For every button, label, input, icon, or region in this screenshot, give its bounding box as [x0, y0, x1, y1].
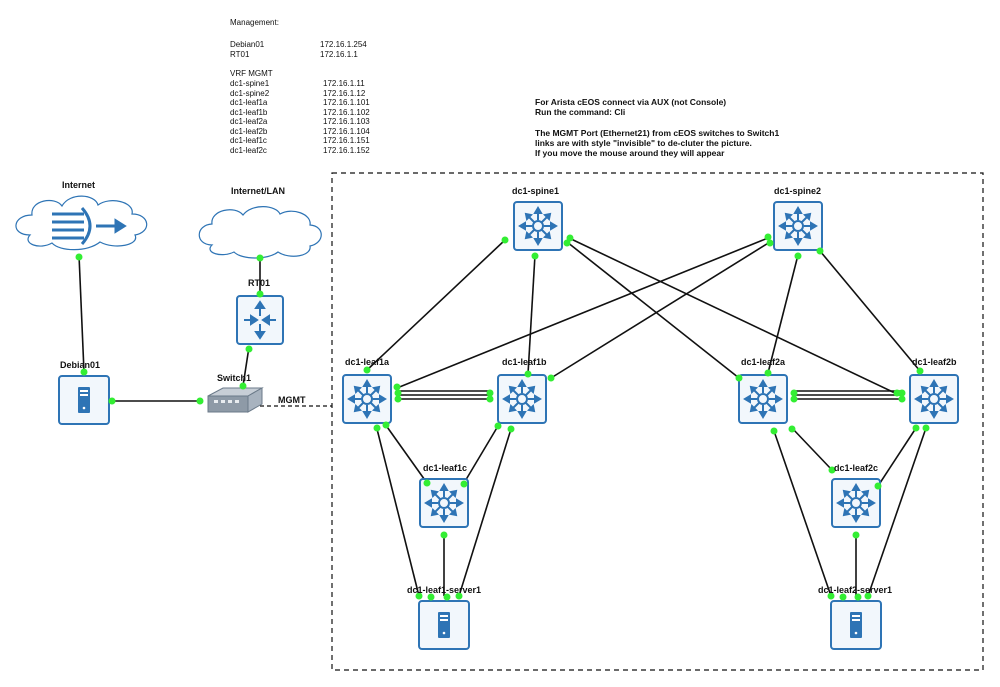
note-line: Run the command: Cli	[535, 107, 626, 117]
switch1-switch[interactable]	[207, 387, 264, 413]
note-line: If you move the mouse around they will a…	[535, 148, 725, 158]
vrf-host-ip: 172.16.1.101	[323, 98, 370, 107]
server1-label: dc1-leaf1-server1	[407, 585, 482, 595]
vrf-host-name: dc1-leaf1c	[230, 136, 267, 145]
mgmt-host-ip: 172.16.1.254	[320, 40, 367, 49]
vrf-host-name: dc1-leaf2b	[230, 126, 268, 136]
vrf-host-name: dc1-leaf2c	[230, 145, 267, 155]
vrf-host-name: dc1-spine2	[230, 88, 270, 98]
debian01-label: Debian01	[60, 360, 101, 370]
dc1-leaf1c-switch[interactable]	[419, 478, 469, 528]
dc1-spine1-switch[interactable]	[513, 201, 563, 251]
dc1-leaf1-server1[interactable]	[418, 600, 470, 650]
leaf2b-label: dc1-leaf2b	[912, 357, 957, 367]
vrf-title: VRF MGMT	[230, 69, 273, 78]
leaf1a-label: dc1-leaf1a	[345, 357, 390, 367]
dc1-leaf2b-switch[interactable]	[909, 374, 959, 424]
vrf-host-ip: 172.16.1.11	[323, 79, 365, 88]
note-line: For Arista cEOS connect via AUX (not Con…	[535, 97, 727, 107]
mgmt-label: MGMT	[278, 395, 306, 405]
management-title: Management:	[230, 18, 279, 27]
vrf-host-ip: 172.16.1.12	[323, 88, 366, 98]
dc1-leaf2c-switch[interactable]	[831, 478, 881, 528]
rt01-router[interactable]	[236, 295, 284, 345]
vrf-host-ip: 172.16.1.151	[323, 136, 370, 145]
dc1-spine2-switch[interactable]	[773, 201, 823, 251]
dc1-leaf1a-switch[interactable]	[342, 374, 392, 424]
spine1-label: dc1-spine1	[512, 186, 560, 196]
vrf-host-ip: 172.16.1.102	[323, 107, 370, 117]
dc1-leaf1b-switch[interactable]	[497, 374, 547, 424]
internet-label: Internet	[62, 180, 96, 190]
mgmt-host-ip: 172.16.1.1	[320, 50, 358, 59]
dc1-leaf2-server1[interactable]	[830, 600, 882, 650]
vrf-host-name: dc1-leaf1b	[230, 107, 268, 117]
note-line: links are with style "invisible" to de-c…	[535, 138, 752, 148]
rt01-label: RT01	[248, 278, 271, 288]
vrf-host-name: dc1-leaf1a	[230, 98, 268, 107]
vrf-host-name: dc1-leaf2a	[230, 117, 268, 126]
switch1-label: Switch1	[217, 373, 252, 383]
note-line: The MGMT Port (Ethernet21) from cEOS swi…	[535, 128, 780, 138]
leaf1b-label: dc1-leaf1b	[502, 357, 547, 367]
internet-lan-cloud[interactable]	[198, 206, 322, 259]
mgmt-host-name: RT01	[230, 50, 250, 59]
internet-cloud[interactable]	[15, 195, 148, 251]
debian01-server[interactable]	[58, 375, 110, 425]
server2-label: dc1-leaf2-server1	[818, 585, 893, 595]
mgmt-host-name: Debian01	[230, 40, 265, 49]
dc1-leaf2a-switch[interactable]	[738, 374, 788, 424]
vrf-host-ip: 172.16.1.152	[323, 145, 370, 155]
vrf-host-ip: 172.16.1.104	[323, 126, 370, 136]
spine2-label: dc1-spine2	[774, 186, 822, 196]
datacenter-boundary	[331, 172, 984, 671]
leaf2c-label: dc1-leaf2c	[834, 463, 879, 473]
links	[78, 237, 927, 597]
port-dots	[75, 233, 930, 601]
internet-lan-label: Internet/LAN	[231, 186, 285, 196]
vrf-host-name: dc1-spine1	[230, 79, 270, 88]
vrf-host-ip: 172.16.1.103	[323, 117, 370, 126]
leaf2a-label: dc1-leaf2a	[741, 357, 786, 367]
leaf1c-label: dc1-leaf1c	[423, 463, 468, 473]
